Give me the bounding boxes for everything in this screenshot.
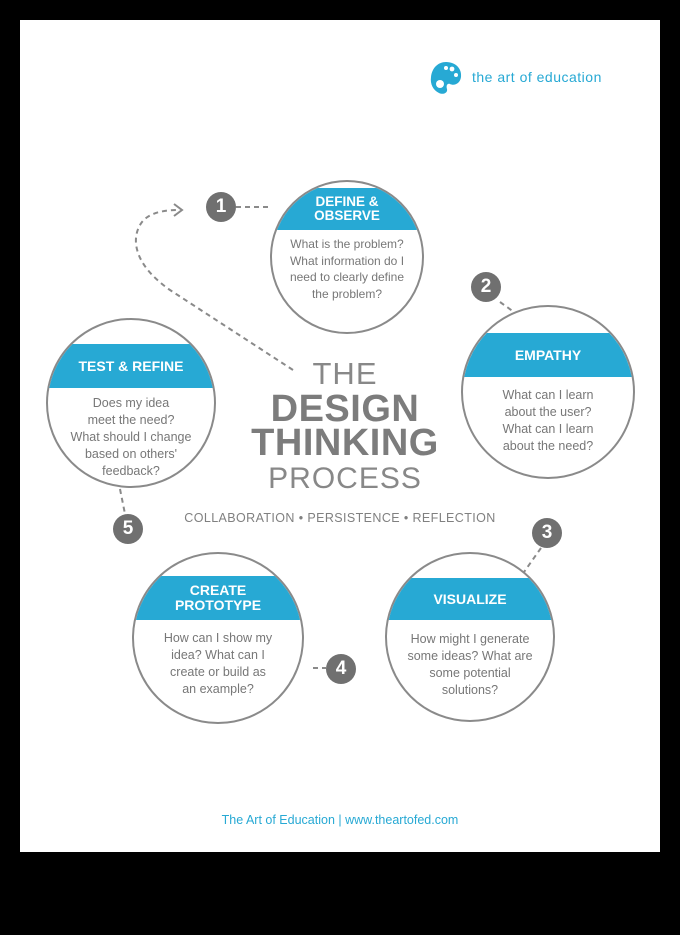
step-description: How might I generate some ideas? What ar… — [407, 632, 533, 697]
step-description: What can I learn about the user? What ca… — [502, 388, 594, 453]
brand-name: the art of education — [472, 69, 602, 85]
step-number-badge: 2 — [471, 272, 501, 302]
title-thinking: THINKING — [251, 422, 439, 464]
title-process: PROCESS — [268, 462, 422, 495]
step-circle-test-refine: TEST & REFINE Does my idea meet the need… — [46, 318, 216, 488]
step-title-line: CREATE — [189, 582, 247, 599]
step-title-band: TEST & REFINE — [48, 344, 214, 388]
step-title-line: TEST & REFINE — [78, 357, 184, 374]
step-title-band: EMPATHY — [463, 333, 633, 377]
step-title-line: DEFINE & — [315, 193, 379, 209]
step-number-badge: 3 — [532, 518, 562, 548]
palette-icon — [430, 62, 462, 94]
step-circle-define-observe: DEFINE & OBSERVE What is the problem? Wh… — [270, 180, 424, 334]
step-title-line: VISUALIZE — [433, 590, 507, 607]
step-description: Does my idea meet the need? What should … — [70, 396, 192, 478]
step-circle-visualize: VISUALIZE How might I generate some idea… — [385, 552, 555, 722]
step-number-badge: 4 — [326, 654, 356, 684]
footer-credit: The Art of Education | www.theartofed.co… — [221, 813, 459, 827]
step-title-line: OBSERVE — [314, 208, 380, 223]
step-description: How can I show my idea? What can I creat… — [163, 631, 273, 696]
step-title-line: EMPATHY — [514, 346, 582, 363]
step-circle-create-prototype: CREATE PROTOTYPE How can I show my idea?… — [132, 552, 304, 724]
title-design: DESIGN — [270, 388, 420, 430]
step-circle-empathy: EMPATHY What can I learn about the user?… — [461, 305, 635, 479]
step-title-band: CREATE PROTOTYPE — [134, 576, 302, 620]
step-number-badge: 1 — [206, 192, 236, 222]
tagline: COLLABORATION • PERSISTENCE • REFLECTION — [184, 511, 496, 525]
step-title-band: DEFINE & OBSERVE — [272, 188, 422, 230]
brand-logo — [428, 60, 464, 101]
step-number-badge: 5 — [113, 514, 143, 544]
step-title-line: PROTOTYPE — [174, 597, 262, 613]
step-title-band: VISUALIZE — [387, 578, 553, 620]
title-the: THE — [312, 356, 378, 391]
step-description: What is the problem? What information do… — [289, 237, 405, 301]
